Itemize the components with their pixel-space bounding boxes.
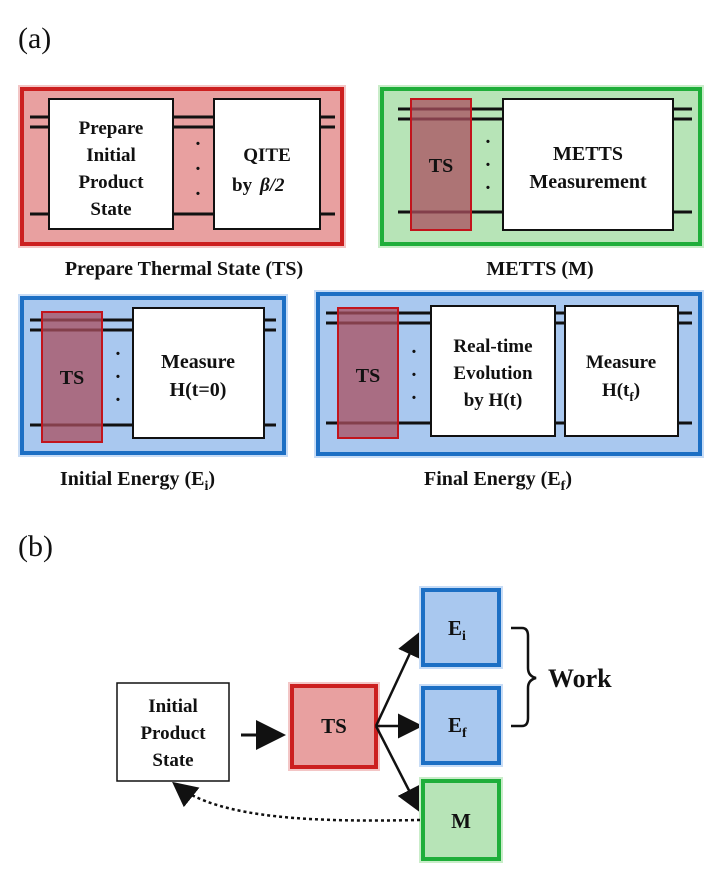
prepare-line-4: State: [90, 199, 131, 220]
ef-caption: Final Energy (Ef): [424, 468, 572, 494]
ef-node-label: Ef: [448, 713, 467, 741]
dot: ·: [115, 343, 122, 365]
arrow-m-to-initial: [172, 781, 421, 822]
prepare-line-1: Prepare: [79, 118, 144, 139]
metts-ts-overlay: [410, 98, 472, 231]
ef-node: [421, 686, 501, 765]
qite-beta-math: β/2: [259, 175, 285, 196]
ei-node: [421, 588, 501, 667]
qite-line-2-prefix: by: [232, 175, 253, 196]
measure-h0-box: [132, 307, 265, 439]
evolution-line-1: Real-time: [453, 336, 532, 357]
metts-ts-label: TS: [429, 155, 453, 177]
measure-h0-line-2: H(t=0): [170, 379, 227, 401]
dot: ·: [485, 131, 492, 153]
arrow-ts-to-ei: [374, 631, 421, 727]
qite-line-1: QITE: [243, 145, 291, 166]
dot: ·: [115, 389, 122, 411]
dot: ·: [485, 177, 492, 199]
metts-caption: METTS (M): [486, 258, 593, 280]
dot: ·: [195, 133, 202, 155]
initial-product-state-node: [116, 682, 230, 782]
ei-node-label: Ei: [448, 616, 466, 644]
dot: ·: [485, 154, 492, 176]
dot: ·: [411, 341, 418, 363]
prepare-line-2: Initial: [86, 145, 136, 166]
m-node-label: M: [451, 809, 471, 833]
measure-htf-box: [564, 305, 679, 437]
ts-node-label: TS: [321, 714, 347, 738]
dot: ·: [195, 158, 202, 180]
dot: ·: [411, 387, 418, 409]
dot: ·: [411, 364, 418, 386]
ef-ts-label: TS: [356, 365, 380, 387]
qite-box: [213, 98, 321, 230]
dot: ·: [195, 183, 202, 205]
initial-node-line-3: State: [152, 750, 193, 771]
ei-caption: Initial Energy (Ei): [60, 468, 215, 494]
ei-ts-label: TS: [60, 367, 84, 389]
dot: ·: [115, 366, 122, 388]
ef-ts-overlay: [337, 307, 399, 439]
metts-block: TS · · · METTS Measurement: [378, 85, 704, 248]
initial-node-line-2: Product: [140, 723, 206, 744]
panel-a-label: (a): [18, 22, 51, 55]
prepare-line-3: Product: [78, 172, 144, 193]
panel-b-label: (b): [18, 530, 53, 563]
ts-block: Prepare Initial Product State · · · QITE…: [18, 85, 346, 248]
ei-ts-overlay: [41, 311, 103, 443]
measure-htf-line-1: Measure: [586, 352, 656, 373]
final-energy-block: TS · · · Real-time Evolution by H(t) Mea…: [314, 290, 704, 458]
metts-line-2: Measurement: [529, 171, 647, 193]
work-label: Work: [548, 664, 612, 693]
m-node: [421, 779, 501, 861]
evolution-line-3: by H(t): [464, 390, 523, 411]
arrow-ts-to-m: [374, 725, 421, 813]
metts-line-1: METTS: [553, 143, 623, 165]
initial-node-line-1: Initial: [148, 696, 198, 717]
real-time-evolution-box: [430, 305, 556, 437]
measure-h0-line-1: Measure: [161, 351, 235, 373]
measure-htf-line-2: H(tf): [602, 380, 640, 404]
evolution-line-2: Evolution: [453, 363, 533, 384]
initial-energy-block: TS · · · Measure H(t=0): [18, 294, 288, 457]
ts-caption: Prepare Thermal State (TS): [65, 258, 303, 280]
prepare-initial-state-box: [48, 98, 174, 230]
metts-measurement-box: [502, 98, 674, 231]
work-brace: [511, 626, 537, 728]
